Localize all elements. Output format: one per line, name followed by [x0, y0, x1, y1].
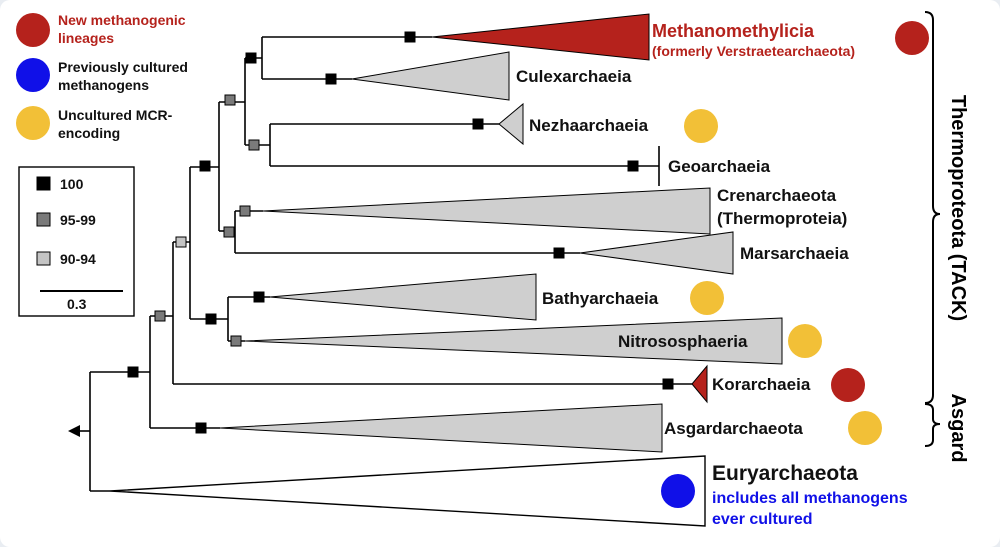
tack-bracket	[924, 11, 941, 404]
support-node-90-94	[175, 236, 187, 248]
note-euryarchaeota-line2: ever cultured	[712, 511, 812, 528]
triangle-nezhaarchaeia	[498, 102, 524, 146]
asgard-group-label: Asgard	[947, 394, 969, 463]
note-methanomethylicia: (formerly Verstraetearchaeota)	[652, 43, 855, 59]
support-node-95-99	[230, 335, 242, 347]
triangle-bathyarchaeia	[269, 273, 537, 321]
legend-blue-line2: methanogens	[58, 77, 149, 93]
note-crenarchaeota: (Thermoproteia)	[717, 209, 847, 228]
triangle-crenarchaeota	[262, 187, 711, 235]
group-brackets	[924, 11, 941, 447]
support-node-100	[195, 422, 207, 434]
label-culexarchaeia: Culexarchaeia	[516, 67, 632, 86]
uncultured-mcr-marker	[684, 109, 718, 143]
legend-blue-line1: Previously cultured	[58, 59, 188, 75]
support-node-100	[627, 160, 639, 172]
asgard-bracket	[924, 403, 941, 447]
legend-categories: New methanogenic lineages Previously cul…	[16, 12, 188, 141]
new-methanogenic-marker	[831, 368, 865, 402]
support-node-100	[553, 247, 565, 259]
triangle-euryarchaeota	[109, 455, 706, 527]
legend-blue-dot	[16, 58, 50, 92]
triangle-marsarchaeia	[579, 231, 734, 275]
root-arrow-icon	[68, 425, 80, 437]
legend-red-dot	[16, 13, 50, 47]
label-nezhaarchaeia: Nezhaarchaeia	[529, 116, 649, 135]
support-node-95-99	[248, 139, 260, 151]
tack-group-label: Thermoproteota (TACK)	[947, 95, 969, 321]
support-node-100	[662, 378, 674, 390]
support-nodes	[127, 31, 674, 434]
legend-yellow-line2: encoding	[58, 125, 120, 141]
clade-triangles	[109, 13, 783, 527]
legend-support-90-94-swatch	[36, 251, 51, 266]
legend-yellow-dot	[16, 106, 50, 140]
uncultured-mcr-marker	[788, 324, 822, 358]
legend-red-line1: New methanogenic	[58, 12, 186, 28]
support-node-95-99	[224, 94, 236, 106]
support-node-100	[472, 118, 484, 130]
support-node-95-99	[223, 226, 235, 238]
new-methanogenic-marker	[895, 21, 929, 55]
support-node-100	[253, 291, 265, 303]
scale-bar-label: 0.3	[67, 296, 87, 312]
legend-support-100-swatch	[36, 176, 51, 191]
triangle-asgardarchaeota	[219, 403, 663, 453]
support-node-100	[325, 73, 337, 85]
legend-support-90-94-label: 90-94	[60, 251, 96, 267]
triangle-nitrososphaeria	[244, 317, 783, 365]
previously-cultured-marker	[661, 474, 695, 508]
label-korarchaeia: Korarchaeia	[712, 375, 811, 394]
legend-red-line2: lineages	[58, 30, 114, 46]
support-node-95-99	[154, 310, 166, 322]
legend-support-100-label: 100	[60, 176, 84, 192]
label-bathyarchaeia: Bathyarchaeia	[542, 289, 659, 308]
note-euryarchaeota-line1: includes all methanogens	[712, 490, 908, 507]
label-marsarchaeia: Marsarchaeia	[740, 244, 849, 263]
triangle-korarchaeia	[691, 364, 708, 404]
support-node-100	[127, 366, 139, 378]
uncultured-mcr-marker	[690, 281, 724, 315]
support-node-100	[245, 52, 257, 64]
support-node-100	[205, 313, 217, 325]
label-euryarchaeota: Euryarchaeota	[712, 462, 858, 485]
legend-yellow-line1: Uncultured MCR-	[58, 107, 173, 123]
support-node-95-99	[239, 205, 251, 217]
legend-support-box: 100 95-99 90-94 0.3	[18, 166, 135, 317]
legend-support-95-99-label: 95-99	[60, 212, 96, 228]
label-crenarchaeota: Crenarchaeota	[717, 186, 837, 205]
label-methanomethylicia: Methanomethylicia	[652, 21, 815, 41]
uncultured-mcr-marker	[848, 411, 882, 445]
triangle-methanomethylicia	[431, 13, 650, 61]
label-nitrososphaeria: Nitrososphaeria	[618, 332, 748, 351]
label-geoarchaeia: Geoarchaeia	[668, 157, 771, 176]
category-markers	[661, 21, 929, 508]
support-node-100	[404, 31, 416, 43]
legend-support-95-99-swatch	[36, 212, 51, 227]
support-node-100	[199, 160, 211, 172]
triangle-culexarchaeia	[351, 51, 510, 101]
label-asgardarchaeota: Asgardarchaeota	[664, 419, 803, 438]
